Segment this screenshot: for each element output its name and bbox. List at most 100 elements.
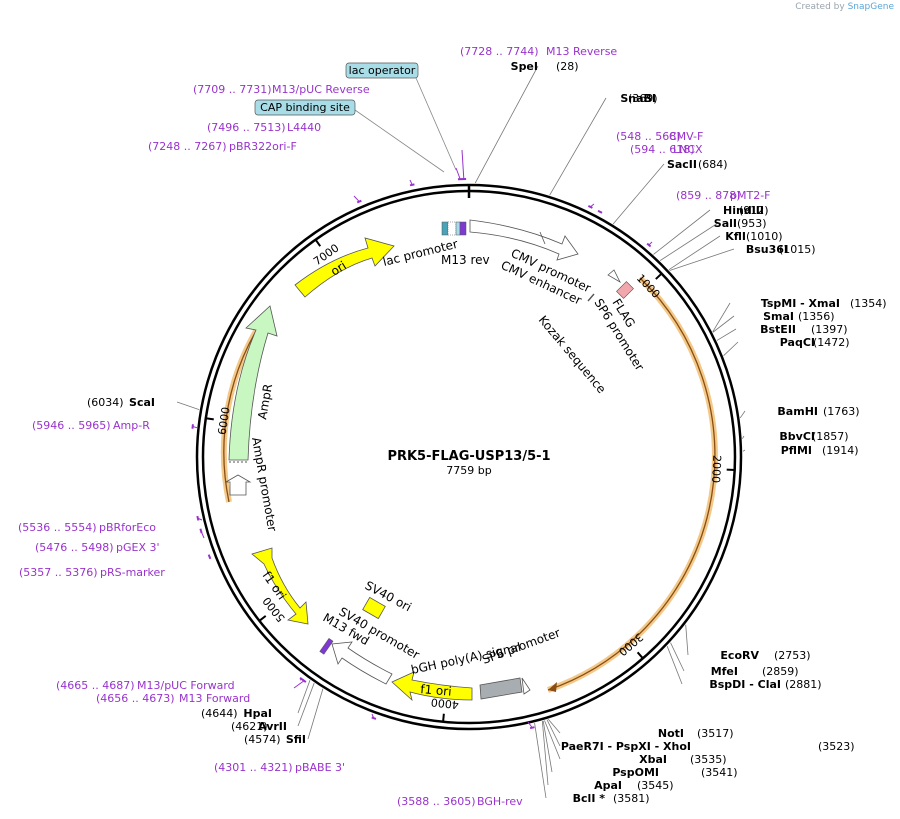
primer-range: (548 .. 568): [616, 130, 681, 143]
enzyme-name: HindIII: [723, 204, 764, 217]
enzyme-name: SmaI: [763, 310, 794, 323]
lac-operator-feature: [455, 221, 461, 236]
m13-rev-feature: [459, 221, 467, 236]
enzyme-position: (1356): [798, 310, 835, 323]
enzyme-leader: [534, 722, 547, 799]
sv40-ori-feature: [362, 596, 386, 620]
m13-rev-label: M13 rev: [441, 253, 490, 267]
enzyme-leader: [742, 435, 745, 439]
primer-site: [409, 183, 415, 187]
primer-name: Amp-R: [113, 419, 150, 432]
primer-range: (859 .. 878): [676, 189, 741, 202]
enzyme-position: (3523): [818, 740, 855, 753]
ampr-promoter-label: AmpR promoter: [249, 436, 279, 532]
enzyme-leader: [297, 680, 311, 714]
primer-site: [199, 528, 203, 534]
enzyme-position: (1010): [746, 230, 783, 243]
tick-label: 6000: [216, 406, 233, 436]
enzyme-position: (684): [698, 158, 728, 171]
ori-feature: [294, 237, 395, 298]
enzyme-leader: [544, 720, 561, 760]
enzyme-name: TspMI - XmaI: [761, 297, 840, 310]
ampr-feature: [228, 305, 278, 461]
insert-arrowhead: [548, 682, 557, 692]
cap-site-leader: [354, 109, 445, 173]
cmv-enhancer-feature: [469, 219, 579, 261]
enzyme-leader: [666, 646, 683, 685]
enzyme-position: (1763): [823, 405, 860, 418]
enzyme-leader: [307, 688, 324, 740]
enzyme-position: (1015): [779, 243, 816, 256]
enzyme-leader: [549, 97, 607, 196]
primer-name: L4440: [287, 121, 321, 134]
lac-operator-leader: [415, 77, 457, 171]
enzyme-position: (3545): [637, 779, 674, 792]
tick-label: 2000: [709, 455, 723, 484]
enzyme-name: BamHI: [777, 405, 818, 418]
enzyme-name: MfeI: [711, 665, 738, 678]
enzyme-name: PaqCI: [780, 336, 815, 349]
enzyme-name: SalI: [714, 217, 737, 230]
enzyme-layer: SpeI(28)SnaBI(369)SacII(684)HindIII(912)…: [87, 60, 887, 805]
tick-mark: [205, 417, 214, 421]
enzyme-name: HpaI: [243, 707, 272, 720]
lac-operator-label: lac operator: [349, 64, 416, 77]
enzyme-leader: [659, 222, 719, 261]
m13-fwd-feature: [319, 637, 334, 655]
sp6-bottom-feature: [521, 677, 531, 695]
primer-range: (5946 .. 5965): [32, 419, 111, 432]
primer-name: pBR322ori-F: [229, 140, 297, 153]
primer-site: [529, 726, 535, 730]
tick-label: 4000: [430, 695, 459, 711]
primer-range: (7709 .. 7731): [193, 83, 272, 96]
primer-name: pGEX 3': [116, 541, 160, 554]
primer-name: M13/pUC Reverse: [272, 83, 370, 96]
primer-site: [587, 205, 593, 209]
tick-mark: [442, 713, 445, 722]
enzyme-position: (1354): [850, 297, 887, 310]
primer-range: (7248 .. 7267): [148, 140, 227, 153]
tick-mark: [655, 272, 663, 280]
cmv-divider: [539, 231, 546, 245]
enzyme-name: EcoRV: [720, 649, 759, 662]
enzyme-leader: [547, 719, 561, 734]
tick-mark: [636, 651, 644, 659]
primer-site: [371, 716, 377, 720]
cap-site-feature: [441, 221, 449, 236]
enzyme-leader: [542, 720, 553, 773]
primer-site: [597, 209, 603, 214]
sv40-promoter-feature: [331, 641, 393, 685]
tick-mark: [258, 615, 267, 622]
enzyme-name: SpeI: [511, 60, 538, 73]
enzyme-name: ScaI: [129, 396, 155, 409]
enzyme-leader: [723, 341, 739, 356]
enzyme-position: (1914): [822, 444, 859, 457]
enzyme-leader: [474, 65, 539, 184]
enzyme-position: (4621): [231, 720, 268, 733]
enzyme-name: AvrII: [258, 720, 287, 733]
f1-ori-left-feature: [251, 547, 309, 625]
insert-arc-core: [547, 277, 716, 691]
snapgene-credit: Created by SnapGene: [795, 2, 894, 12]
primer-name: pRS-marker: [100, 566, 165, 579]
sp6-top-feature: [607, 269, 621, 284]
enzyme-position: (2881): [785, 678, 822, 691]
primer-name: BGH-rev: [477, 795, 523, 808]
primer-range: (4665 .. 4687): [56, 679, 135, 692]
f1-ori-bottom-feature: [391, 671, 473, 702]
enzyme-name: SnaBI: [620, 92, 656, 105]
enzyme-leader: [742, 449, 746, 452]
snapgene-brand: SnapGene: [847, 2, 894, 12]
enzyme-position: (3535): [690, 753, 727, 766]
lac-operator-box: [345, 62, 419, 79]
primer-range: (5357 .. 5376): [19, 566, 98, 579]
primer-leader: [527, 721, 533, 729]
enzyme-position: (2859): [762, 665, 799, 678]
ampr-promoter-feature: [224, 474, 252, 496]
flag-feature: [616, 281, 634, 299]
enzyme-leader: [739, 410, 746, 419]
primer-range: (5476 .. 5498): [35, 541, 114, 554]
primer-leader: [461, 149, 465, 180]
primer-name: M13 Reverse: [546, 45, 617, 58]
